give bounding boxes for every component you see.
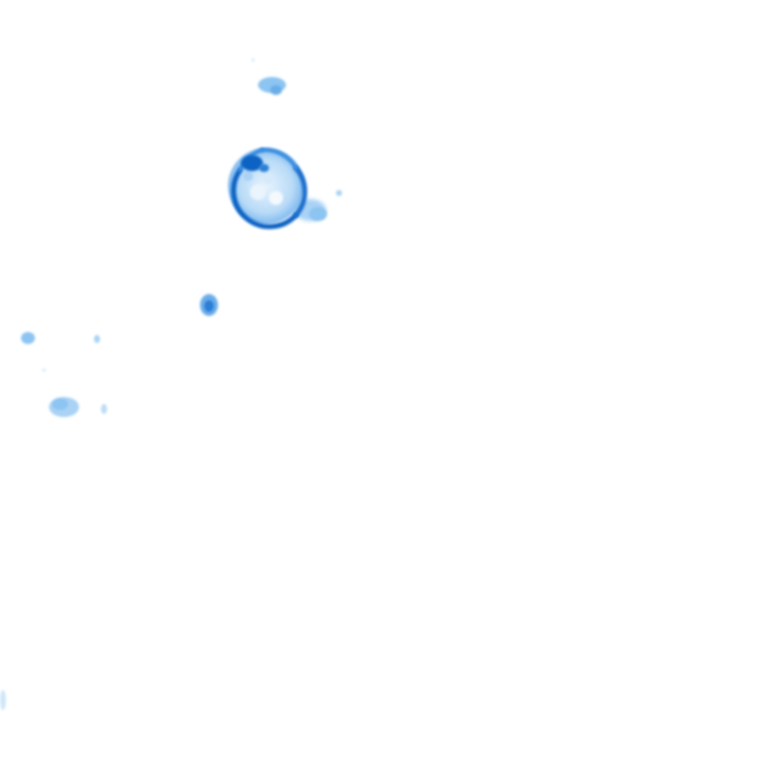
- left-specks: [21, 332, 100, 372]
- small-dense-spot: [200, 294, 218, 316]
- lower-left-blob: [49, 397, 107, 417]
- top-small-blob: [251, 58, 286, 95]
- ring-cell: [228, 147, 342, 230]
- edge-speck: [0, 690, 6, 710]
